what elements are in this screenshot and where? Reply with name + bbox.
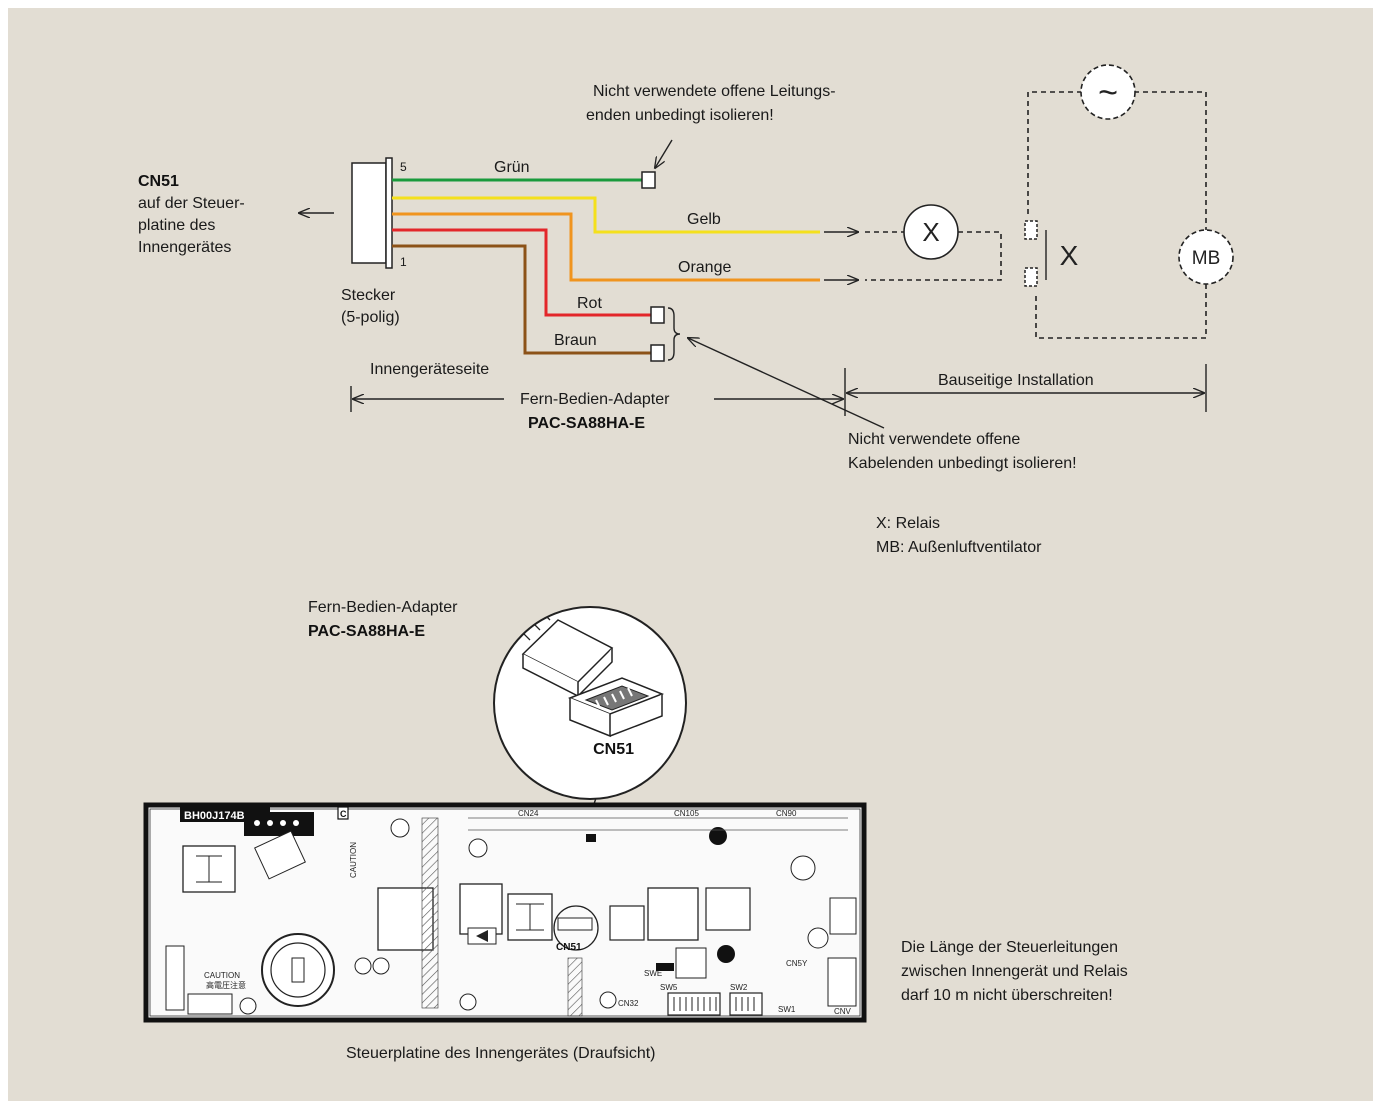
insulated-end-brown (650, 344, 665, 362)
svg-text:auf der Steuer-: auf der Steuer- (138, 195, 245, 212)
insulated-end-green (641, 171, 656, 189)
field-circuit (865, 91, 1207, 339)
connector-magnifier: CN51 (493, 606, 687, 800)
svg-text:CNV: CNV (834, 1007, 852, 1016)
pcb-cn51-label: CN51 (556, 942, 582, 953)
brace-red-brown (667, 307, 681, 361)
svg-text:SW5: SW5 (660, 983, 678, 992)
svg-text:~: ~ (1098, 74, 1118, 112)
svg-text:高電圧注意: 高電圧注意 (206, 980, 246, 990)
svg-text:X: X (922, 217, 939, 247)
diagram-panel: CN51 auf der Steuer- platine des Innenge… (8, 8, 1373, 1101)
detail-adapter-model: PAC-SA88HA-E (308, 623, 425, 640)
svg-text:SW2: SW2 (730, 983, 748, 992)
svg-text:C: C (340, 809, 347, 819)
svg-text:Innengerätes: Innengerätes (138, 239, 231, 256)
svg-text:CN32: CN32 (618, 999, 639, 1008)
legend-relay: X: Relais (876, 515, 940, 532)
svg-text:Nicht verwendete offene: Nicht verwendete offene (848, 431, 1020, 448)
svg-text:CN105: CN105 (674, 809, 699, 818)
pcb-caption: Steuerplatine des Innengerätes (Draufsic… (346, 1045, 656, 1062)
svg-text:SW1: SW1 (778, 1005, 796, 1014)
pin-1-label: 1 (400, 255, 407, 269)
wire-yellow (392, 196, 820, 234)
svg-text:darf 10 m nicht überschreiten!: darf 10 m nicht überschreiten! (901, 987, 1113, 1004)
control-board: BH00J174B C CAUTION 高電圧注意 CAUTION CN51 (143, 802, 867, 1023)
arrow-note-bottom (688, 338, 885, 429)
wire-label-red: Rot (577, 295, 602, 312)
note-cable-length: Die Länge der Steuerleitungen zwischen I… (901, 939, 1128, 1004)
wire-brown (392, 244, 651, 355)
svg-text:SWE: SWE (644, 969, 662, 978)
wire-label-green: Grün (494, 159, 530, 176)
wiring-diagram: CN51 auf der Steuer- platine des Innenge… (138, 64, 1234, 1062)
svg-text:Nicht verwendete offene Leitun: Nicht verwendete offene Leitungs- (593, 83, 836, 100)
cn51-target-label: CN51 auf der Steuer- platine des Innenge… (138, 173, 245, 256)
adapter-model-label: PAC-SA88HA-E (528, 415, 645, 432)
svg-text:MB: MB (1192, 248, 1221, 269)
svg-text:Kabelenden unbedingt isolieren: Kabelenden unbedingt isolieren! (848, 455, 1077, 472)
relay-coil-symbol: X (903, 204, 959, 260)
ac-source-symbol: ~ (1080, 64, 1136, 120)
legend-fan: MB: Außenluftventilator (876, 539, 1042, 556)
svg-text:Die Länge der Steuerleitungen: Die Länge der Steuerleitungen (901, 939, 1118, 956)
svg-text:CN24: CN24 (518, 809, 539, 818)
svg-text:enden unbedingt isolieren!: enden unbedingt isolieren! (586, 107, 774, 124)
fan-motor-symbol: MB (1178, 229, 1234, 285)
svg-text:CN90: CN90 (776, 809, 797, 818)
pcb-caution-2: CAUTION (349, 842, 358, 878)
pin-5-label: 5 (400, 160, 407, 174)
wire-label-orange: Orange (678, 259, 731, 276)
note-insulate-bottom: Nicht verwendete offene Kabelenden unbed… (848, 431, 1077, 472)
svg-text:platine des: platine des (138, 217, 215, 234)
svg-text:zwischen Innengerät und Relais: zwischen Innengerät und Relais (901, 963, 1128, 980)
wire-orange (392, 212, 820, 282)
note-insulate-top: Nicht verwendete offene Leitungs- enden … (586, 83, 836, 124)
wire-red (392, 228, 651, 317)
svg-text:(5-polig): (5-polig) (341, 309, 400, 326)
svg-text:CN5Y: CN5Y (786, 959, 808, 968)
adapter-name-label: Fern-Bedien-Adapter (520, 391, 670, 408)
svg-text:CN51: CN51 (138, 173, 179, 190)
insulated-end-red (650, 306, 665, 324)
dimension-lines (350, 364, 1207, 416)
wire-label-brown: Braun (554, 332, 597, 349)
wire-label-yellow: Gelb (687, 211, 721, 228)
indoor-side-label: Innengeräteseite (370, 361, 489, 378)
pcb-part-number: BH00J174B (184, 810, 245, 822)
detail-socket-label: CN51 (593, 741, 634, 758)
svg-text:Stecker: Stecker (341, 287, 396, 304)
relay-contact-label: X (1060, 240, 1079, 271)
pcb-caution-1: CAUTION (204, 971, 240, 980)
plug-connector: 5 1 Stecker (5-polig) (341, 157, 407, 326)
arrow-note-top (655, 139, 673, 168)
site-install-label: Bauseitige Installation (938, 372, 1094, 389)
detail-adapter-name: Fern-Bedien-Adapter (308, 599, 458, 616)
